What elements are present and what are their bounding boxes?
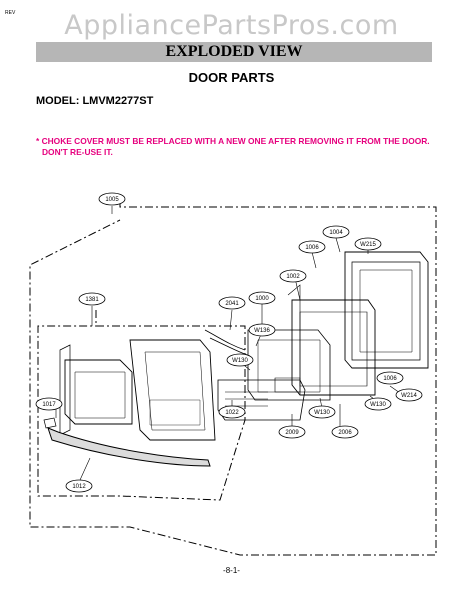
callout-w136: W136 xyxy=(254,328,270,334)
callout-1012: 1012 xyxy=(72,484,86,490)
door-frame-back xyxy=(344,251,429,369)
callout-w130-left: W130 xyxy=(232,358,248,364)
door-handle xyxy=(47,427,211,467)
model-label: MODEL: LMVM2277ST xyxy=(36,95,154,107)
callout-2009: 2009 xyxy=(285,430,299,436)
callout-2041: 2041 xyxy=(225,301,239,307)
callout-1022: 1022 xyxy=(225,410,239,416)
door-assembly-boundary xyxy=(29,200,437,556)
section-title: DOOR PARTS xyxy=(188,70,275,85)
callout-1004: 1004 xyxy=(329,230,343,236)
revision-mark: REV xyxy=(5,10,16,16)
warning-note-line2: DON'T RE-USE IT. xyxy=(42,147,113,157)
choke-cover xyxy=(291,299,376,396)
callout-w130-right: W130 xyxy=(370,402,386,408)
front-glass xyxy=(64,359,133,425)
callout-1006-top: 1006 xyxy=(305,245,319,251)
callout-w215: W215 xyxy=(360,242,376,248)
front-door-panel xyxy=(129,339,216,441)
callout-1002: 1002 xyxy=(286,274,300,280)
callout-1381: 1381 xyxy=(85,297,99,303)
warning-note-line1: * CHOKE COVER MUST BE REPLACED WITH A NE… xyxy=(36,136,430,146)
callout-1000: 1000 xyxy=(255,296,269,302)
callout-1005: 1005 xyxy=(105,197,119,203)
front-panel-boundary xyxy=(37,310,246,501)
page-title: EXPLODED VIEW xyxy=(165,43,303,60)
callout-w130-bottom: W130 xyxy=(314,410,330,416)
callout-1006-right: 1006 xyxy=(383,376,397,382)
title-bar xyxy=(36,42,432,62)
page-number: -8-1- xyxy=(223,566,240,575)
callout-1017: 1017 xyxy=(42,402,56,408)
part-1017 xyxy=(43,417,57,429)
wire-harness xyxy=(204,329,251,357)
callout-w214: W214 xyxy=(401,393,417,399)
door-panel-inner xyxy=(247,329,331,401)
callout-2006: 2006 xyxy=(338,430,352,436)
watermark-text: AppliancePartsPros.com xyxy=(64,10,399,41)
